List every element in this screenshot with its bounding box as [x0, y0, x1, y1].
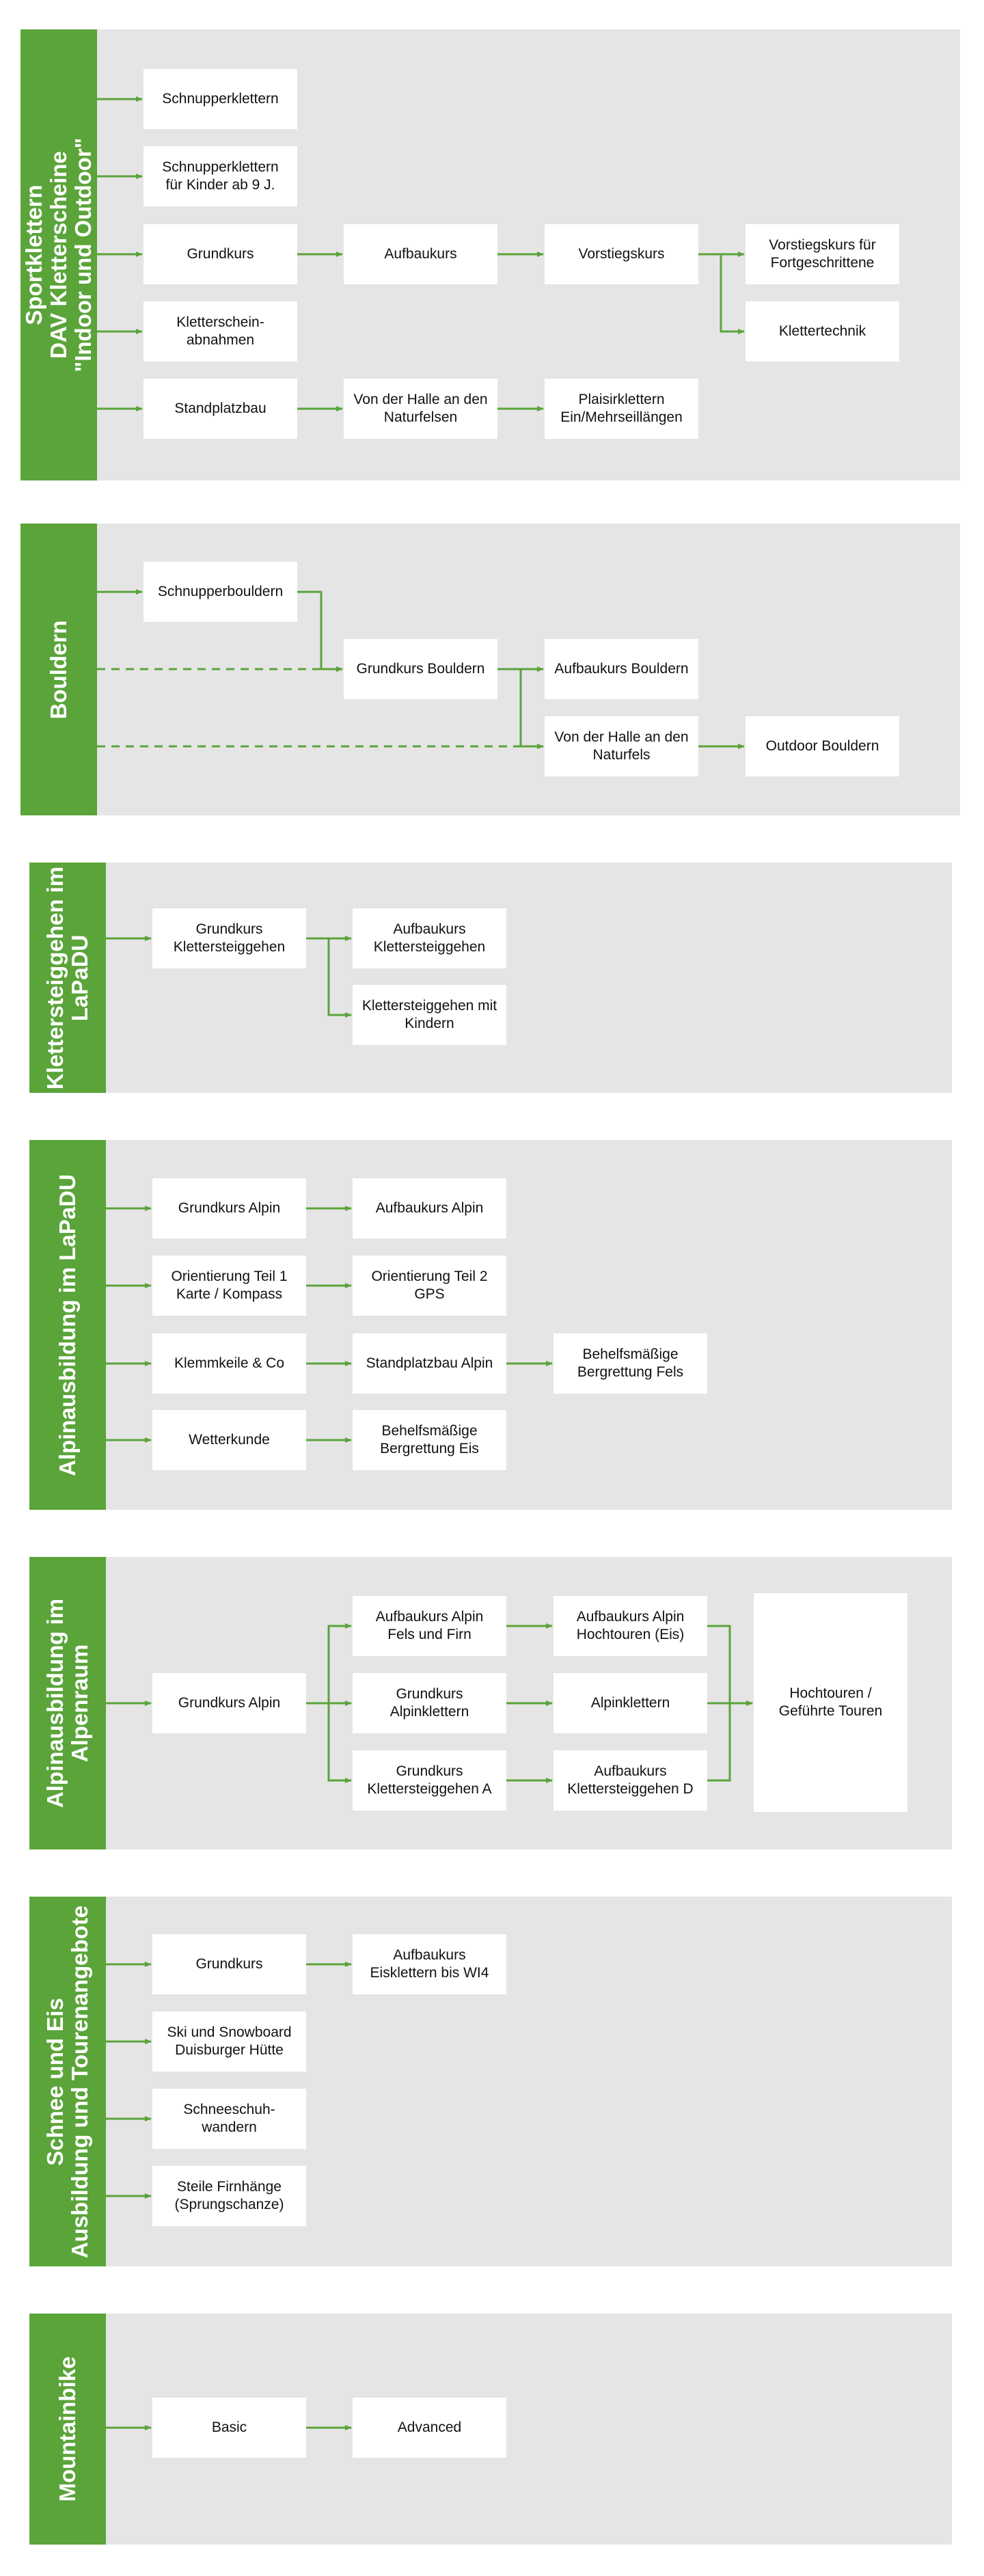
node-grundkurs-alpinklettern: Grundkurs Alpinklettern: [353, 1673, 506, 1733]
section-sportklettern-label-bar: Sportklettern DAV Kletterscheine "Indoor…: [20, 29, 97, 480]
node-schnupperbouldern: Schnupperbouldern: [144, 562, 297, 622]
arrow-klettersteig-d-to-hochtouren: [707, 1703, 731, 1782]
node-aufbau-klettersteig-d: Aufbaukurs Klettersteiggehen D: [554, 1750, 707, 1811]
section-alpin-alpen-label-bar: Alpinausbildung im Alpenraum: [29, 1557, 106, 1849]
node-bergrettung-eis: Behelfsmäßige Bergrettung Eis: [353, 1410, 506, 1470]
node-schnupperklettern: Schnupperklettern: [144, 69, 297, 129]
node-aufbaukurs-bouldern: Aufbaukurs Bouldern: [545, 639, 698, 699]
node-grundkurs-alpin-alpen: Grundkurs Alpin: [152, 1673, 306, 1733]
node-orientierung-1: Orientierung Teil 1 Karte / Kompass: [152, 1256, 306, 1316]
node-firnhaenge: Steile Firnhänge (Sprungschanze): [152, 2166, 306, 2226]
node-schnupperklettern-kinder: Schnupperklettern für Kinder ab 9 J.: [144, 146, 297, 206]
arrow-schnupper-grundkurs-bouldern: [297, 591, 343, 672]
node-advanced: Advanced: [353, 2398, 506, 2458]
arrow-grundkurs-klettersteig-kinder: [306, 937, 352, 1018]
node-grundkurs: Grundkurs: [144, 224, 297, 284]
node-halle-naturfels: Von der Halle an den Naturfels: [545, 716, 698, 776]
arrow-vorstieg-klettertechnik: [698, 253, 745, 334]
section-bouldern-label-bar: Bouldern: [20, 524, 97, 815]
node-wetterkunde: Wetterkunde: [152, 1410, 306, 1470]
node-bergrettung-fels: Behelfsmäßige Bergrettung Fels: [554, 1333, 707, 1394]
node-klettertechnik: Klettertechnik: [746, 301, 899, 362]
node-klettersteig-kinder: Klettersteiggehen mit Kindern: [353, 985, 506, 1045]
section-alpin-lapadu-label-bar: Alpinausbildung im LaPaDU: [29, 1140, 106, 1510]
node-halle-naturfelsen: Von der Halle an den Naturfelsen: [344, 379, 497, 439]
node-grundkurs-eis: Grundkurs: [152, 1934, 306, 1994]
node-grundkurs-klettersteig: Grundkurs Klettersteiggehen: [152, 908, 306, 968]
node-alpinklettern: Alpinklettern: [554, 1673, 707, 1733]
node-vorstiegskurs-fortgeschrittene: Vorstiegskurs für Fortgeschrittene: [746, 224, 899, 284]
node-aufbaukurs-klettersteig: Aufbaukurs Klettersteiggehen: [353, 908, 506, 968]
node-klemmkeile: Klemmkeile & Co: [152, 1333, 306, 1394]
node-grundkurs-alpin: Grundkurs Alpin: [152, 1178, 306, 1238]
node-outdoor-bouldern: Outdoor Bouldern: [746, 716, 899, 776]
node-standplatzbau-alpin: Standplatzbau Alpin: [353, 1333, 506, 1394]
node-grundkurs-bouldern: Grundkurs Bouldern: [344, 639, 497, 699]
node-vorstiegskurs: Vorstiegskurs: [545, 224, 698, 284]
node-eisklettern: Aufbaukurs Eisklettern bis WI4: [353, 1934, 506, 1994]
node-aufbaukurs-alpin: Aufbaukurs Alpin: [353, 1178, 506, 1238]
node-plaisirklettern: Plaisirklettern Ein/Mehrseillängen: [545, 379, 698, 439]
section-klettersteig: [29, 863, 952, 1093]
section-mountainbike-label-bar: Mountainbike: [29, 2314, 106, 2545]
node-hochtouren: Hochtouren / Geführte Touren: [754, 1593, 907, 1812]
arrow-grundkurs-halle-naturfels: [497, 668, 544, 749]
node-ski-snowboard: Ski und Snowboard Duisburger Hütte: [152, 2011, 306, 2072]
arrow-grundkurs-klettersteig-a: [306, 1702, 352, 1783]
section-schnee-eis-label-bar: Schnee und Eis Ausbildung und Tourenange…: [29, 1897, 106, 2266]
node-basic: Basic: [152, 2398, 306, 2458]
node-orientierung-2: Orientierung Teil 2 GPS: [353, 1256, 506, 1316]
node-schneeschuh: Schneeschuh- wandern: [152, 2089, 306, 2149]
node-aufbau-hochtouren: Aufbaukurs Alpin Hochtouren (Eis): [554, 1596, 707, 1656]
node-aufbaukurs: Aufbaukurs: [344, 224, 497, 284]
section-klettersteig-label-bar: Klettersteiggehen im LaPaDU: [29, 863, 106, 1093]
arrow-hochtouren-eis-to-hochtouren: [707, 1625, 753, 1706]
node-standplatzbau: Standplatzbau: [144, 379, 297, 439]
node-kletterschein-abnahmen: Kletterschein- abnahmen: [144, 301, 297, 362]
node-grundkurs-klettersteig-a: Grundkurs Klettersteiggehen A: [353, 1750, 506, 1811]
arrow-grundkurs-aufbau-fels: [306, 1623, 352, 1705]
node-aufbau-fels-firn: Aufbaukurs Alpin Fels und Firn: [353, 1596, 506, 1656]
